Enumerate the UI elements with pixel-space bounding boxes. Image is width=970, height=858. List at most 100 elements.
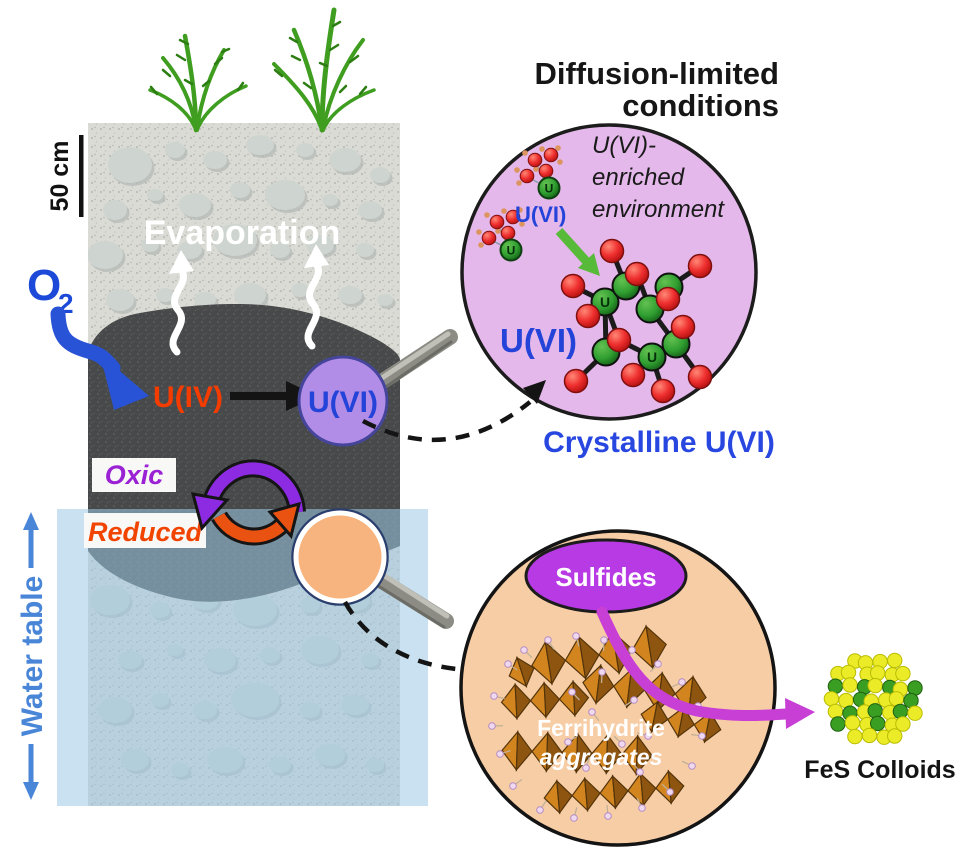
fes-iron-sphere bbox=[892, 703, 909, 720]
pebble bbox=[156, 288, 174, 302]
reduced-lens-ring bbox=[291, 508, 389, 606]
reduced-cycle-arrowhead bbox=[267, 501, 302, 540]
octahedron-facet bbox=[650, 700, 669, 733]
octahedron-facet bbox=[583, 776, 601, 813]
water-table-arrow-down bbox=[23, 782, 39, 800]
hydroxyl-dot bbox=[490, 692, 498, 700]
hydroxyl-dot bbox=[698, 732, 706, 740]
oxygen-atom bbox=[599, 238, 625, 264]
dashed-connector-top-arrowhead bbox=[523, 380, 546, 404]
pebble bbox=[203, 151, 227, 169]
environment-line1: U(VI)- bbox=[592, 132, 656, 159]
pebble bbox=[194, 292, 216, 308]
u-atom-label: U bbox=[545, 182, 554, 196]
u-vi-circle-label: U(VI) bbox=[308, 386, 378, 419]
evaporation-squiggle-left bbox=[169, 264, 187, 356]
octahedron-facet bbox=[543, 681, 561, 719]
hydroxyl-dot bbox=[618, 740, 626, 748]
oxygen-atom bbox=[519, 168, 535, 184]
sulfide-reaction-arrow bbox=[596, 606, 792, 722]
plant-left bbox=[148, 33, 248, 133]
evaporation-arrows bbox=[169, 244, 329, 356]
hydrogen-atom bbox=[484, 212, 490, 218]
oxygen-atom bbox=[543, 147, 559, 163]
oxygen-atom bbox=[687, 364, 713, 390]
octahedron-facet bbox=[645, 624, 667, 670]
oxygen-atom bbox=[563, 368, 589, 394]
oxygen-atom bbox=[527, 152, 543, 168]
octahedron-facet bbox=[677, 705, 696, 739]
diffusion-title-line1: Diffusion-limited bbox=[534, 56, 779, 91]
water-table-label: Water table bbox=[16, 576, 49, 737]
ferrihydrite-aggregates-graphic bbox=[488, 624, 722, 822]
octahedron-facet bbox=[578, 635, 600, 681]
pebble bbox=[234, 283, 266, 307]
pebble bbox=[358, 201, 382, 219]
oxygen-atom bbox=[505, 209, 521, 225]
fes-sulfur-sphere bbox=[895, 716, 911, 732]
octahedron-facet bbox=[635, 734, 653, 776]
incorporation-arrow bbox=[555, 227, 590, 265]
ferrihydrite-row bbox=[500, 679, 590, 721]
ferrihydrite-row bbox=[501, 730, 653, 776]
hydroxyl-dot bbox=[654, 660, 662, 668]
fes-sulfur-sphere bbox=[840, 664, 857, 681]
environment-line3: environment bbox=[592, 196, 725, 223]
diffusion-inset: Diffusion-limited conditions U(VI)- enri… bbox=[460, 56, 779, 459]
pebble bbox=[165, 142, 185, 158]
fes-colloid-graphic bbox=[823, 652, 923, 745]
hydroxyl-dot bbox=[496, 750, 504, 758]
scale-bar-label: 50 cm bbox=[46, 141, 74, 212]
u-iv-label: U(IV) bbox=[153, 381, 223, 414]
octahedron-facet bbox=[703, 710, 722, 744]
plant-left-leaves bbox=[149, 38, 245, 96]
incorporation-arrowhead bbox=[578, 253, 600, 276]
octahedron-facet bbox=[667, 769, 685, 805]
fes-sulfur-sphere bbox=[895, 665, 911, 682]
oxygen-atom bbox=[650, 378, 676, 404]
pebble bbox=[246, 135, 274, 155]
octahedron-facet bbox=[545, 731, 563, 773]
water-uvi-cluster: U bbox=[514, 145, 563, 200]
octahedron-facet bbox=[575, 732, 593, 774]
oxygen-arrowhead bbox=[100, 354, 149, 410]
pebble bbox=[270, 242, 290, 258]
oxygen-atom bbox=[575, 303, 601, 329]
fes-sulfur-sphere bbox=[870, 665, 886, 681]
octahedron-facet bbox=[515, 656, 535, 688]
fes-sulfur-sphere bbox=[861, 727, 878, 744]
hydrogen-atom bbox=[514, 167, 520, 173]
hydrogen-atom bbox=[555, 145, 561, 151]
octahedron-facet bbox=[556, 779, 573, 815]
hydroxyl-dot bbox=[644, 732, 652, 740]
pebble bbox=[338, 286, 362, 304]
pebble bbox=[356, 243, 374, 257]
fes-sulfur-sphere bbox=[867, 677, 883, 694]
ferrihydrite-label-line1: Ferrihydrite bbox=[537, 715, 665, 741]
u-atom-label: U bbox=[600, 294, 610, 310]
octahedron-facet bbox=[639, 772, 657, 808]
hydrogen-atom bbox=[519, 221, 525, 227]
fes-sulfur-sphere bbox=[842, 677, 858, 693]
oxygen-atom bbox=[606, 327, 632, 353]
hydroxyl-dot bbox=[572, 632, 580, 640]
evaporation-label: Evaporation bbox=[144, 214, 340, 252]
fes-colloids-caption: FeS Colloids bbox=[804, 756, 955, 784]
pebble bbox=[147, 189, 163, 201]
water-table-indicator: Water table bbox=[16, 512, 49, 800]
hydroxyl-dot bbox=[588, 708, 596, 716]
pebble bbox=[213, 224, 257, 256]
evaporation-arrowhead-right bbox=[304, 244, 329, 268]
hydroxyl-dot bbox=[630, 696, 638, 704]
uranium-atom bbox=[499, 238, 523, 262]
hydroxyl-dot bbox=[544, 636, 552, 644]
oxic-label: Oxic bbox=[105, 460, 164, 490]
octahedron-facet bbox=[544, 640, 567, 686]
hydrogen-atom bbox=[501, 208, 507, 214]
oxygen-atom bbox=[500, 225, 516, 241]
fes-iron-sphere bbox=[867, 703, 883, 719]
uranium-atom bbox=[537, 176, 561, 200]
hydrogen-atom bbox=[557, 159, 563, 165]
oxic-box bbox=[92, 458, 176, 492]
pebble bbox=[265, 180, 305, 210]
